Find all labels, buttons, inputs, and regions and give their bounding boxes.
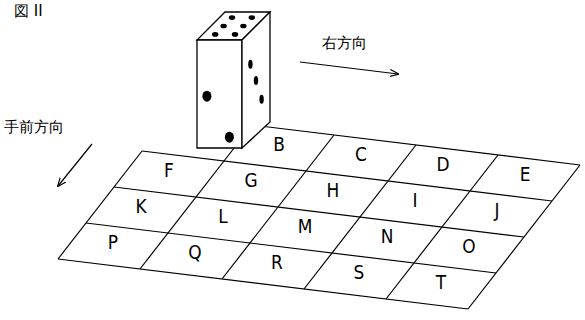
grid-line — [304, 145, 416, 289]
right-arrow — [300, 62, 398, 74]
dice — [197, 12, 270, 148]
cell-letter: F — [164, 160, 174, 180]
cell-letter: S — [354, 262, 365, 282]
cell-letter: I — [412, 190, 417, 210]
dice-face — [197, 40, 242, 148]
dice-pip — [240, 24, 246, 29]
grid-line — [468, 165, 580, 309]
grid-line — [58, 151, 142, 259]
cell-letter: B — [273, 134, 285, 154]
cell-letter: M — [298, 216, 313, 236]
figure-number: 図 II — [14, 4, 43, 19]
direction-label: 右方向 — [322, 36, 367, 51]
dice-pip — [249, 15, 255, 20]
cell-letter: R — [271, 252, 283, 272]
dice-pip — [225, 132, 234, 143]
dice-pip — [202, 91, 211, 102]
cell-letter: C — [355, 144, 367, 164]
dice-pip — [220, 24, 226, 29]
dice-pip — [259, 95, 263, 104]
cell-letter: H — [327, 180, 340, 200]
grid-line — [386, 155, 498, 299]
dice-pip — [229, 15, 235, 20]
grid-line — [58, 259, 468, 309]
dice-pip — [232, 32, 238, 37]
cell-letter: P — [108, 232, 118, 252]
grid-line — [222, 135, 334, 279]
cell-letter: J — [494, 200, 499, 220]
board-grid — [58, 125, 580, 309]
cell-letter: L — [218, 206, 227, 226]
cell-letter: D — [436, 154, 449, 174]
cell-letter: O — [462, 236, 475, 256]
dice-pip — [212, 32, 218, 37]
grid-line — [114, 187, 524, 237]
dice-pip — [248, 60, 252, 69]
cell-letter: G — [244, 170, 257, 190]
front-arrow — [58, 144, 92, 186]
cell-letter: Q — [188, 242, 201, 262]
direction-label: 手前方向 — [4, 120, 64, 135]
cell-letter: K — [135, 196, 146, 216]
grid-line — [86, 223, 496, 273]
dice-pip — [254, 76, 258, 85]
cell-letter: T — [436, 272, 446, 292]
cell-letter: N — [381, 226, 394, 246]
cell-letter: E — [520, 164, 531, 184]
grid-line — [142, 151, 552, 201]
dice-face — [242, 12, 270, 148]
